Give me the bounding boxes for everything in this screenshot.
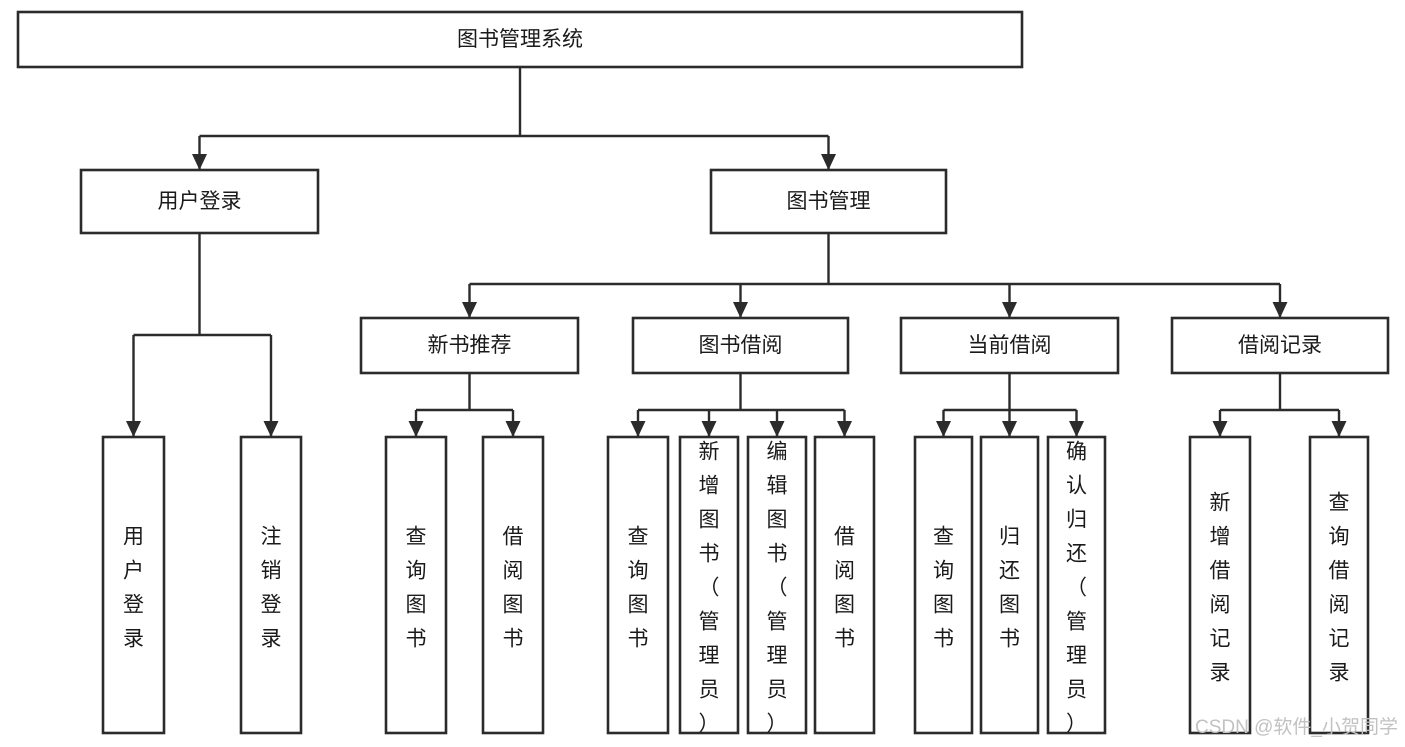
arrow-head	[821, 154, 836, 170]
node-label: 借阅图书	[834, 526, 855, 651]
node-label: 查询图书	[406, 526, 427, 651]
arrow-head	[1069, 421, 1084, 437]
node-leaf-user-login[interactable]: 用户登录	[101, 435, 166, 735]
node-new-book-rec[interactable]: 新书推荐	[359, 316, 580, 375]
node-leaf-query-book-3[interactable]: 查询图书	[913, 435, 974, 735]
node-label: 注销登录	[261, 526, 282, 651]
node-box[interactable]	[631, 316, 850, 375]
node-user-login[interactable]: 用户登录	[79, 168, 320, 235]
node-box[interactable]	[1188, 435, 1252, 735]
arrow-head	[462, 302, 477, 318]
arrow-head	[408, 421, 424, 437]
arrow-head	[701, 421, 717, 437]
node-leaf-edit-book[interactable]: 编辑图书（管理员）	[746, 435, 808, 736]
node-box[interactable]	[678, 435, 740, 735]
node-box[interactable]	[979, 435, 1040, 735]
node-box[interactable]	[913, 435, 974, 735]
node-box[interactable]	[1170, 316, 1390, 375]
node-box[interactable]	[813, 435, 876, 735]
node-label: 新增图书（管理员）	[699, 441, 720, 736]
node-box[interactable]	[79, 168, 320, 235]
node-leaf-confirm-return[interactable]: 确认归还（管理员）	[1046, 435, 1107, 736]
arrow-head	[1002, 302, 1017, 318]
node-book-borrow[interactable]: 图书借阅	[631, 316, 850, 375]
arrow-head	[192, 154, 207, 170]
node-label: 确认归还（管理员）	[1066, 441, 1087, 736]
node-label: 用户登录	[158, 190, 242, 213]
node-borrow-record[interactable]: 借阅记录	[1170, 316, 1390, 375]
arrow-head	[505, 421, 521, 437]
watermark-text: CSDN @软件_小贺同学	[1195, 716, 1398, 738]
node-box[interactable]	[709, 168, 948, 235]
arrow-head	[263, 421, 279, 437]
node-box[interactable]	[16, 10, 1024, 69]
node-layer: 图书管理系统用户登录图书管理新书推荐图书借阅当前借阅借阅记录用户登录注销登录查询…	[16, 10, 1390, 736]
node-box[interactable]	[606, 435, 670, 735]
node-box[interactable]	[1046, 435, 1107, 735]
arrow-head	[1331, 421, 1347, 437]
node-leaf-logout[interactable]: 注销登录	[239, 435, 303, 735]
node-label: 图书管理系统	[457, 28, 583, 51]
node-label: 当前借阅	[968, 334, 1052, 357]
node-box[interactable]	[746, 435, 808, 735]
node-root[interactable]: 图书管理系统	[16, 10, 1024, 69]
node-label: 新增借阅记录	[1210, 492, 1231, 685]
arrow-head	[1272, 302, 1288, 318]
node-box[interactable]	[481, 435, 545, 735]
node-book-manage[interactable]: 图书管理	[709, 168, 948, 235]
node-box[interactable]	[384, 435, 448, 735]
node-label: 归还图书	[999, 526, 1020, 651]
node-box[interactable]	[239, 435, 303, 735]
node-box[interactable]	[899, 316, 1120, 375]
node-leaf-add-record[interactable]: 新增借阅记录	[1188, 435, 1252, 735]
node-label: 借阅图书	[503, 526, 524, 651]
node-label: 查询图书	[933, 526, 954, 651]
arrow-head	[1212, 421, 1228, 437]
arrow-head	[733, 302, 748, 318]
node-leaf-query-record[interactable]: 查询借阅记录	[1308, 435, 1370, 735]
arrow-head	[126, 421, 141, 437]
node-leaf-borrow-book-2[interactable]: 借阅图书	[813, 435, 876, 735]
node-leaf-return-book[interactable]: 归还图书	[979, 435, 1040, 735]
node-label: 图书管理	[787, 190, 871, 213]
node-label: 用户登录	[123, 526, 144, 651]
node-leaf-query-book-2[interactable]: 查询图书	[606, 435, 670, 735]
node-current-borrow[interactable]: 当前借阅	[899, 316, 1120, 375]
arrow-head	[769, 421, 785, 437]
node-label: 新书推荐	[428, 334, 512, 357]
arrow-head	[936, 421, 951, 437]
node-box[interactable]	[101, 435, 166, 735]
arrow-head	[837, 421, 852, 437]
node-leaf-query-book-1[interactable]: 查询图书	[384, 435, 448, 735]
node-leaf-add-book[interactable]: 新增图书（管理员）	[678, 435, 740, 736]
arrow-head	[630, 421, 646, 437]
node-label: 借阅记录	[1238, 334, 1322, 357]
node-box[interactable]	[1308, 435, 1370, 735]
node-leaf-borrow-book-1[interactable]: 借阅图书	[481, 435, 545, 735]
node-box[interactable]	[359, 316, 580, 375]
node-label: 查询图书	[628, 526, 649, 651]
node-label: 图书借阅	[699, 334, 783, 357]
node-label: 查询借阅记录	[1329, 492, 1350, 685]
node-label: 编辑图书（管理员）	[767, 441, 788, 736]
connector-layer	[126, 67, 1347, 437]
arrow-head	[1002, 421, 1017, 437]
